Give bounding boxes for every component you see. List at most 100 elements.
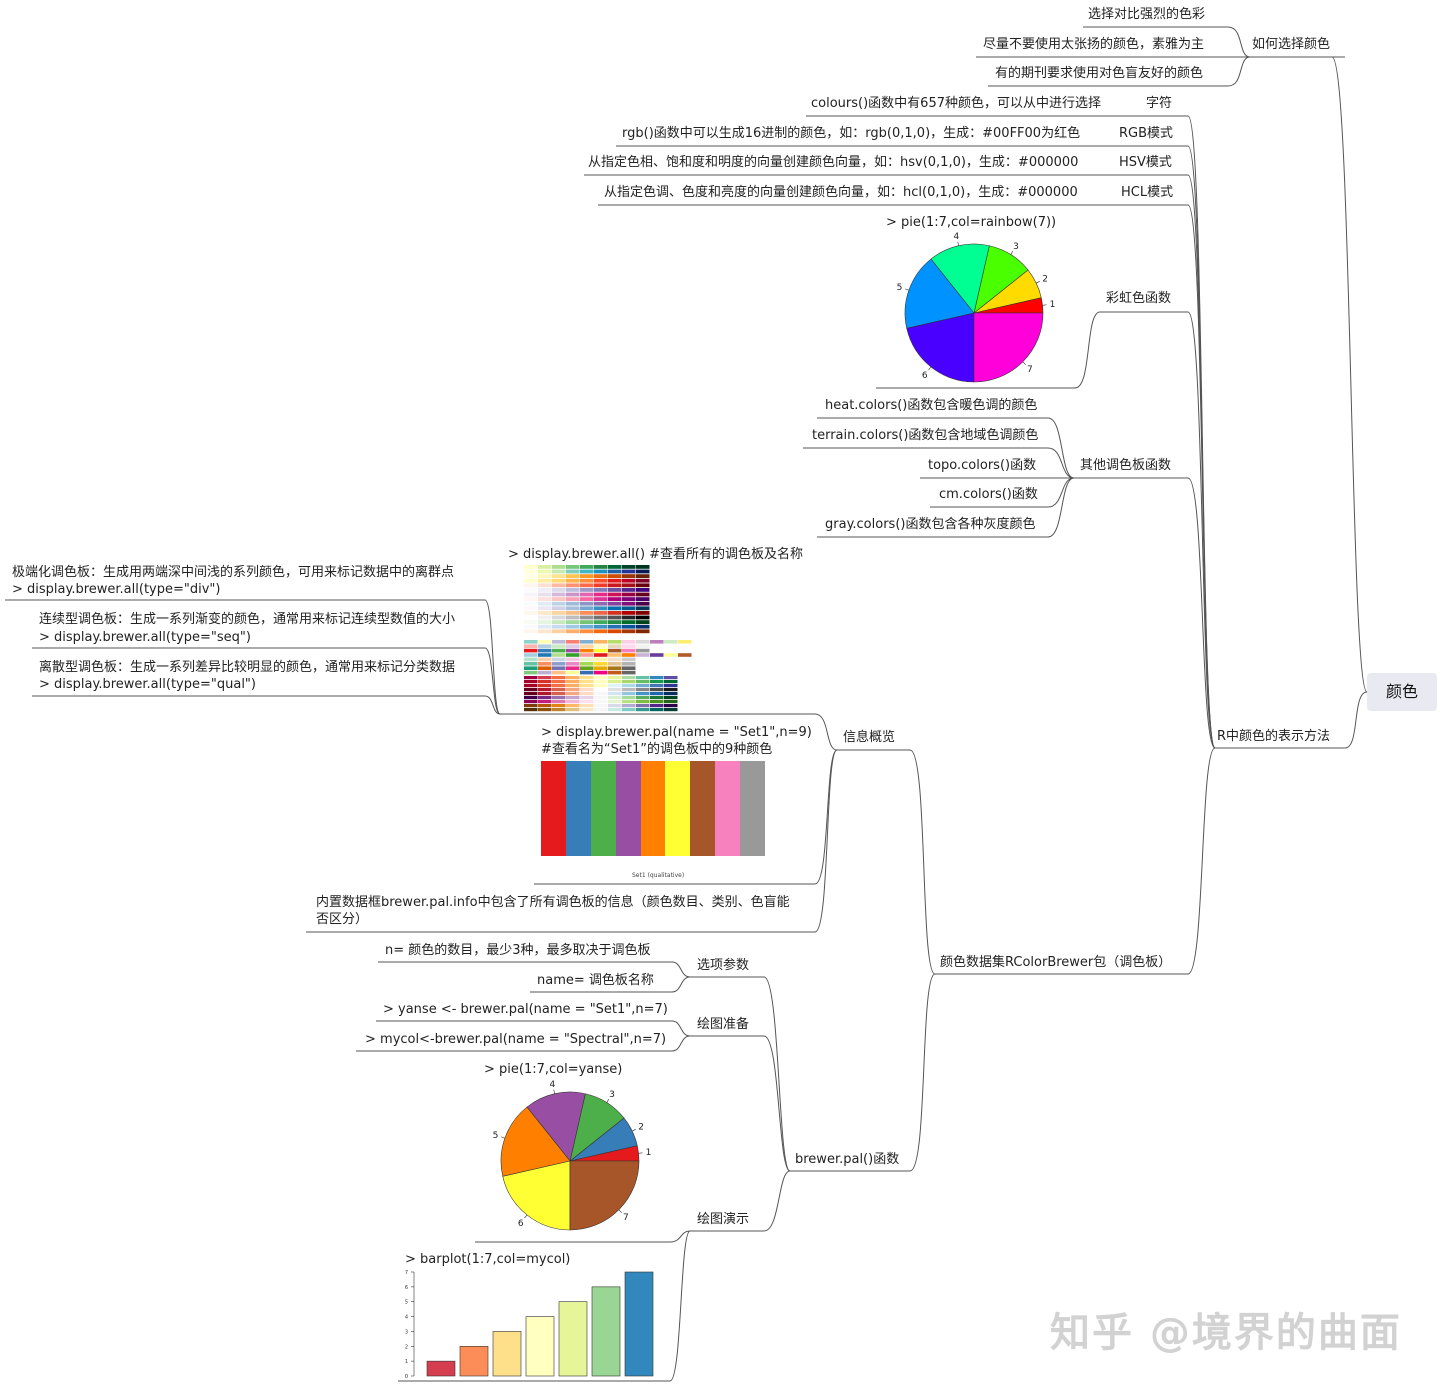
brewer-all-cell xyxy=(608,583,622,588)
brewer-all-cell xyxy=(636,688,650,692)
brewer-all-cell xyxy=(580,597,594,601)
brewer-all-cell xyxy=(580,606,594,611)
demo-label[interactable]: 绘图演示 xyxy=(697,1212,750,1227)
brewer-all-cell xyxy=(636,588,650,592)
barplot-code: > barplot(1:7,col=mycol) xyxy=(405,1252,571,1267)
brewer-all-cell xyxy=(566,692,580,696)
brewer-all-cell xyxy=(580,704,594,708)
brewer-all-cell xyxy=(566,611,580,615)
yanse-pie-label-7: 7 xyxy=(623,1213,629,1223)
brewer-all-cell xyxy=(594,611,608,615)
brewer-all-cell xyxy=(524,662,538,666)
brewer-all-cell xyxy=(552,583,566,588)
brewer-all-cell xyxy=(636,597,650,601)
brewer-all-cell xyxy=(636,680,650,684)
brewer-all-cell xyxy=(580,615,594,620)
brewer-pal-label[interactable]: brewer.pal()函数 xyxy=(795,1152,900,1167)
yanse-pie-tick-3 xyxy=(606,1099,610,1103)
brewer-all-cell xyxy=(664,692,678,696)
brewer-all-cell xyxy=(608,708,622,712)
brewer-all-cell xyxy=(622,653,636,657)
yanse-pie-tick-5 xyxy=(500,1136,505,1139)
brewer-all-cell xyxy=(594,597,608,601)
brewer-all-cell xyxy=(636,700,650,704)
brewer-all-cell xyxy=(636,684,650,688)
brewer-all-cell xyxy=(622,597,636,601)
brewer-all-cell xyxy=(580,644,594,648)
brewer-all-cell xyxy=(594,684,608,688)
brewer-all-cell xyxy=(580,696,594,700)
brewer-all-cell xyxy=(594,588,608,592)
brewer-all-cell xyxy=(608,615,622,620)
brewer-all-cell xyxy=(566,597,580,601)
brewer-all-cell xyxy=(566,662,580,666)
repr-hsv-label[interactable]: HSV模式 xyxy=(1119,155,1172,170)
branch-choose-color[interactable]: 如何选择颜色 xyxy=(1252,37,1331,52)
brewer-all-cell xyxy=(622,688,636,692)
repr-char-label[interactable]: 字符 xyxy=(1146,96,1173,111)
brewer-all-cell xyxy=(566,629,580,634)
brewer-all-cell xyxy=(664,653,678,657)
brewer-all-cell xyxy=(664,688,678,692)
options-label[interactable]: 选项参数 xyxy=(697,958,750,973)
brewer-all-cell xyxy=(594,688,608,692)
brewer-all-cell xyxy=(664,708,678,712)
brewer-all-cell xyxy=(580,569,594,574)
brewer-all-cell xyxy=(636,648,650,653)
brewer-all-cell xyxy=(524,601,538,606)
repr-char-desc: colours()函数中有657种颜色，可以从中进行选择 xyxy=(811,96,1101,111)
brewer-all-cell xyxy=(608,624,622,629)
brewer-all-cell xyxy=(664,704,678,708)
brewer-all-cell xyxy=(566,624,580,629)
brewer-all-cell xyxy=(594,592,608,597)
brewer-all-cell xyxy=(566,688,580,692)
brewer-all-cell xyxy=(566,700,580,704)
brewer-all-cell xyxy=(580,620,594,624)
brewer-all-cell xyxy=(552,708,566,712)
brewer-all-cell xyxy=(608,574,622,578)
brewer-all-cell xyxy=(538,601,552,606)
repr-hcl-label[interactable]: HCL模式 xyxy=(1121,185,1174,200)
brewer-all-cell xyxy=(636,696,650,700)
brewer-all-cell xyxy=(552,565,566,569)
barplot-y-tick-label: 1 xyxy=(405,1359,408,1365)
brewer-all-cell xyxy=(566,696,580,700)
brewer-all-cell xyxy=(636,629,650,634)
prep-label[interactable]: 绘图准备 xyxy=(697,1017,750,1032)
yanse-pie-label-4: 4 xyxy=(550,1080,556,1090)
repr-other-label[interactable]: 其他调色板函数 xyxy=(1080,458,1172,473)
barplot-y-tick-label: 0 xyxy=(405,1374,408,1380)
branch-representation[interactable]: R中颜色的表示方法 xyxy=(1217,729,1331,744)
brewer-all-cell xyxy=(566,565,580,569)
brewer-all-cell xyxy=(524,592,538,597)
brewer-all-cell xyxy=(594,680,608,684)
brewer-all-cell xyxy=(524,588,538,592)
brewer-all-cell xyxy=(608,569,622,574)
brewer-overview-label[interactable]: 信息概览 xyxy=(843,730,896,745)
brewer-all-cell xyxy=(580,601,594,606)
brewer-all-cell xyxy=(580,611,594,615)
brewer-all-cell xyxy=(538,700,552,704)
brewer-all-cell xyxy=(552,640,566,644)
branch-brewer[interactable]: 颜色数据集RColorBrewer包（调色板） xyxy=(940,955,1172,970)
barplot-bar-6 xyxy=(591,1286,621,1377)
brewer-all-cell xyxy=(566,574,580,578)
brewer-all-cell xyxy=(538,680,552,684)
root-node[interactable]: 颜色 xyxy=(1367,673,1437,711)
brewer-all-cell xyxy=(636,574,650,578)
brewer-all-cell xyxy=(664,676,678,680)
set1-swatch xyxy=(615,761,642,856)
brewer-all-cell xyxy=(650,708,664,712)
brewer-all-cell xyxy=(538,696,552,700)
repr-rainbow-label[interactable]: 彩虹色函数 xyxy=(1106,291,1172,306)
repr-rgb-label[interactable]: RGB模式 xyxy=(1119,126,1174,141)
brewer-all-cell xyxy=(524,624,538,629)
rainbow-pie-label-2: 2 xyxy=(1042,275,1048,285)
other-item-3: topo.colors()函数 xyxy=(928,458,1037,473)
brewer-all-cell xyxy=(552,615,566,620)
brewer-all-cell xyxy=(580,688,594,692)
brewer-all-cell xyxy=(538,588,552,592)
other-item-1: heat.colors()函数包含暖色调的颜色 xyxy=(825,398,1038,413)
brewer-all-cell xyxy=(524,666,538,670)
